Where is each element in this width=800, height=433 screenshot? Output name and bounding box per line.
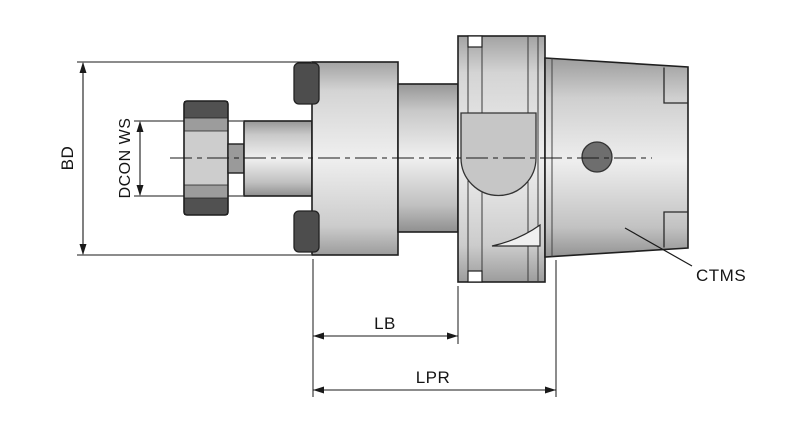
drive-slot-wedge <box>491 223 541 247</box>
groove-notch-bottom <box>467 270 483 283</box>
drive-key-bottom <box>293 210 320 253</box>
dimension-dcon-ws <box>136 121 144 196</box>
lpr-label: LPR <box>416 368 451 387</box>
drive-hole <box>581 141 613 173</box>
ctms-label: CTMS <box>696 266 746 285</box>
dimension-lpr <box>313 260 557 397</box>
groove-notch-top <box>467 35 483 48</box>
leader-ctms <box>624 227 693 267</box>
extension-lines-bd <box>77 61 311 256</box>
bd-label: BD <box>58 146 77 171</box>
drive-slot-dome <box>460 112 537 197</box>
drive-key-top <box>293 62 320 105</box>
end-step-top <box>663 67 688 104</box>
dcon-ws-label: DCON WS <box>117 118 134 199</box>
gripper-flange <box>457 35 546 283</box>
lb-label: LB <box>374 314 396 333</box>
dimension-lb <box>312 259 459 397</box>
end-step-bottom <box>663 211 688 248</box>
dimension-bd <box>79 62 87 255</box>
